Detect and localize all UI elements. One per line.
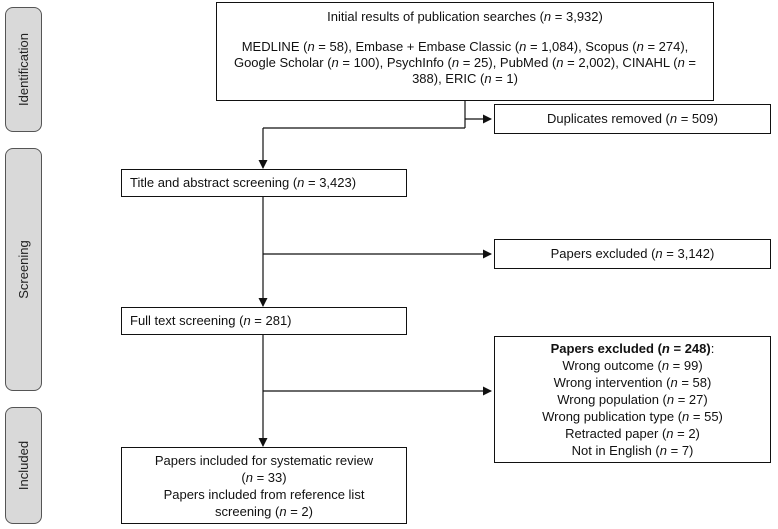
excluded-reason-item: Retracted paper (n = 2) [565, 426, 700, 441]
excluded-reason-item: Wrong publication type (n = 55) [542, 409, 723, 424]
full-text-screening-box: Full text screening (n = 281) [121, 307, 407, 335]
phase-included-label: Included [16, 440, 31, 491]
phase-included: Included [5, 407, 42, 524]
duplicates-removed-box: Duplicates removed (n = 509) [494, 104, 771, 134]
phase-identification: Identification [5, 7, 42, 132]
papers-excluded-reasons-box: Papers excluded (n = 248): Wrong outcome… [494, 336, 771, 463]
initial-search-sources-line-3: 388), ERIC (n = 1) [412, 71, 518, 86]
excluded-reason-item: Wrong intervention (n = 58) [553, 375, 712, 390]
title-abstract-screening-box: Title and abstract screening (n = 3,423) [121, 169, 407, 197]
initial-search-sources-line-1: MEDLINE (n = 58), Embase + Embase Classi… [241, 39, 689, 54]
phase-screening-label: Screening [16, 240, 32, 299]
excluded-reason-item: Wrong population (n = 27) [557, 392, 708, 407]
phase-identification-label: Identification [16, 33, 31, 106]
papers-excluded-box-1: Papers excluded (n = 3,142) [494, 239, 771, 269]
excluded-reason-item: Wrong outcome (n = 99) [562, 358, 703, 373]
initial-search-box: Initial results of publication searches … [216, 2, 714, 101]
phase-screening: Screening [5, 148, 42, 391]
initial-search-sources-line-2: Google Scholar (n = 100), PsychInfo (n =… [233, 55, 697, 70]
excluded-reason-item: Not in English (n = 7) [571, 443, 694, 458]
initial-search-title: Initial results of publication searches … [327, 9, 603, 24]
excluded-reasons-heading: Papers excluded (n = 248): [550, 341, 715, 356]
papers-included-box: Papers included for systematic review (n… [121, 447, 407, 524]
